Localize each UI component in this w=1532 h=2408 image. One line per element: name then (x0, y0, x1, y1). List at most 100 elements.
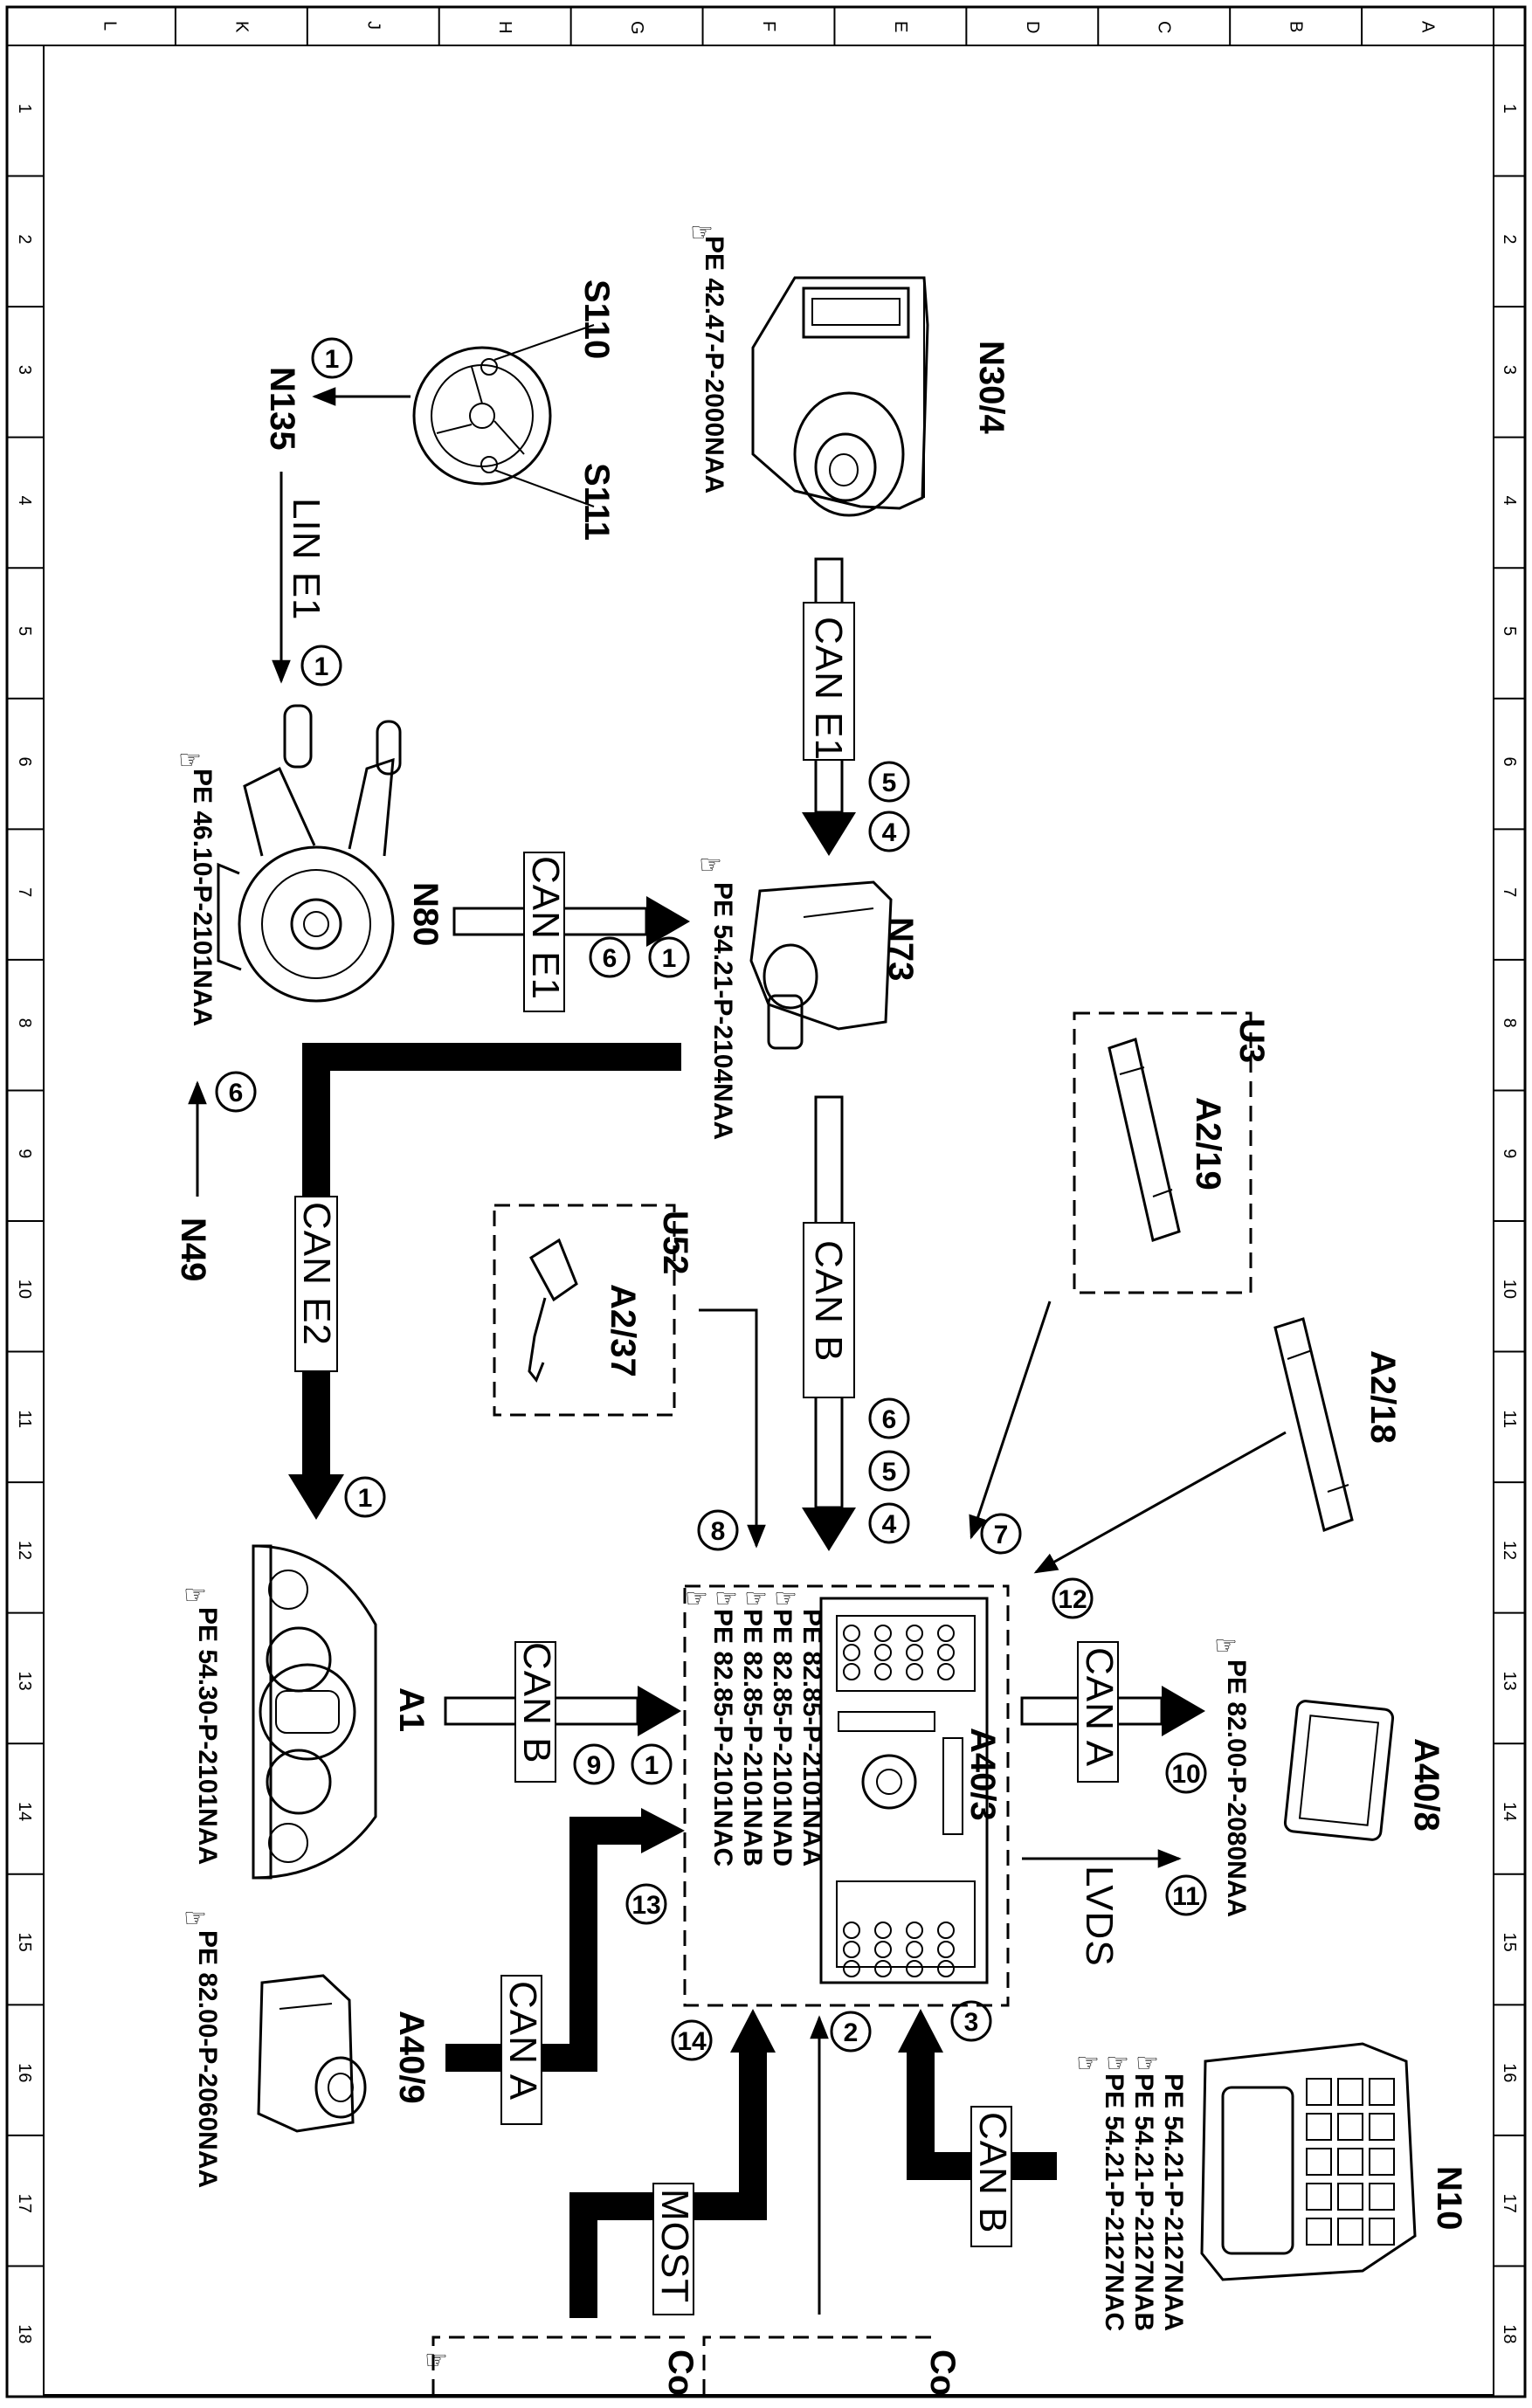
border-row-label: 10 (15, 1280, 34, 1299)
a1-label: A1 (392, 1687, 431, 1732)
n10-ref-hand-icon: ☞ (1076, 2049, 1100, 2078)
n10-ref-2: PE 54.21-P-2127NAB (1129, 2073, 1158, 2331)
a1-instrument-cluster (252, 1544, 377, 1880)
border-column-label: G (627, 21, 646, 35)
callout-3: 3 (964, 2008, 979, 2037)
n135-label: N135 (263, 367, 301, 451)
n30-4-unit (751, 276, 929, 517)
border-column-label: A (1418, 21, 1438, 33)
n10-sam-module (1200, 2042, 1417, 2281)
callout-n49: 6 (229, 1079, 244, 1107)
callout-a40-8: 10 (1171, 1760, 1200, 1789)
callout-2: 2 (844, 2018, 859, 2047)
n10-ref-1: PE 54.21-P-2127NAA (1159, 2073, 1188, 2331)
border-row-label: 9 (15, 1149, 34, 1158)
callout-a1-1: 1 (645, 1751, 659, 1780)
can-e2-label: CAN E2 (295, 1202, 338, 1346)
a40-8-ref-hand-icon: ☞ (1214, 1632, 1238, 1660)
border-column-label: D (1023, 21, 1042, 33)
callout-can-b-6: 6 (882, 1405, 897, 1434)
border-row-label: 10 (1500, 1280, 1519, 1299)
u52-box (493, 1204, 676, 1417)
n73-ref: PE 54.21-P-2104NAA (708, 882, 737, 1140)
border-row-label: 9 (1500, 1149, 1519, 1158)
callout-can-e1-5: 5 (882, 769, 897, 797)
n80-ref-hand-icon: ☞ (178, 746, 202, 775)
callout-a2-18: 12 (1058, 1585, 1087, 1614)
border-row-label: 4 (1500, 495, 1519, 505)
a40-3-ref-list: PE 82.85-P-2101NAA PE 82.85-P-2101NAD PE… (708, 1609, 826, 1866)
a40-9-unit (257, 1974, 367, 2133)
bottom-right-label: Co (923, 2349, 962, 2396)
border-row-label: 8 (15, 1018, 34, 1028)
border-row-label: 15 (15, 1933, 34, 1952)
a40-3-ref-3: PE 82.85-P-2101NAB (738, 1609, 767, 1866)
most-label: MOST (653, 2189, 696, 2303)
can-a-a40-8-label: CAN A (1078, 1647, 1121, 1767)
border-row-label: 13 (1500, 1671, 1519, 1690)
border-row-label: 17 (1500, 2194, 1519, 2213)
callout-circle (311, 337, 353, 379)
border-row-label: 2 (1500, 234, 1519, 244)
callout-n80-6: 6 (603, 944, 618, 973)
n30-4-ref: PE 42.47-P-2000NAA (700, 236, 728, 493)
can-a-a40-9-label: CAN A (501, 1981, 544, 2101)
border-column-label: K (231, 21, 251, 33)
can-b-n10-label: CAN B (971, 2112, 1014, 2233)
a40-3-head-unit (819, 1597, 989, 1984)
a2-19-antenna-amp (1108, 1038, 1181, 1242)
callout-can-e2: 1 (358, 1484, 373, 1513)
border-row-label: 13 (15, 1671, 34, 1690)
border-row-label: 17 (15, 2194, 34, 2213)
callout-lin: 1 (314, 652, 329, 681)
a1-ref: PE 54.30-P-2101NAA (193, 1607, 222, 1865)
a40-3-ref-hand-icon: ☞ (685, 1584, 708, 1613)
border-column-label: B (1287, 21, 1306, 32)
callout-n135: 1 (325, 345, 340, 374)
bottom-left-hand-icon: ☞ (424, 2346, 448, 2375)
callout-most: 14 (677, 2027, 707, 2056)
border-row-label: 16 (1500, 2063, 1519, 2082)
lin-e1-label: LIN E1 (285, 498, 328, 621)
border-row-label: 18 (1500, 2324, 1519, 2343)
lvds-label: LVDS (1078, 1866, 1121, 1967)
a40-3-ref-4: PE 82.85-P-2101NAC (708, 1609, 737, 1866)
n80-ref: PE 46.10-P-2101NAA (188, 769, 217, 1026)
n73-ref-hand-icon: ☞ (699, 851, 722, 880)
n10-label: N10 (1430, 2166, 1468, 2230)
border-row-label: 7 (15, 887, 34, 897)
n10-ref-hand-icon: ☞ (1135, 2049, 1159, 2078)
a40-3-ref-hand-icon: ☞ (744, 1584, 768, 1613)
n10-ref-hand-icon: ☞ (1106, 2049, 1129, 2078)
can-e1-mid-label: CAN E1 (524, 856, 567, 1000)
callout-a1-9: 9 (587, 1751, 602, 1780)
border-row-label: 12 (1500, 1541, 1519, 1560)
u52-label: U52 (656, 1211, 694, 1274)
a2-19-label: A2/19 (1189, 1097, 1227, 1190)
n10-ref-list: PE 54.21-P-2127NAA PE 54.21-P-2127NAB PE… (1100, 2073, 1188, 2331)
a2-37-antenna (528, 1238, 578, 1383)
border-column-label: E (891, 21, 910, 32)
a40-9-ref-hand-icon: ☞ (183, 1904, 207, 1933)
callout-lvds: 11 (1172, 1882, 1200, 1911)
bottom-left-label: Co (661, 2349, 700, 2396)
border-row-label: 5 (1500, 626, 1519, 636)
n49-label: N49 (174, 1218, 212, 1281)
callout-u3: 7 (994, 1521, 1009, 1549)
border-row-label: 11 (1500, 1410, 1519, 1428)
callout-can-e1-4: 4 (882, 818, 897, 847)
a40-3-ref-1: PE 82.85-P-2101NAA (797, 1609, 826, 1866)
border-row-label: 14 (1500, 1802, 1519, 1821)
n73-ignition-switch (749, 880, 893, 1050)
n80-column-switch (217, 704, 402, 1003)
border-row-label: 2 (15, 234, 34, 244)
a1-ref-hand-icon: ☞ (183, 1581, 207, 1610)
can-b-mid-label: CAN B (807, 1240, 850, 1362)
border-column-label: C (1155, 21, 1174, 33)
a40-9-label: A40/9 (392, 2011, 431, 2104)
border-row-label: 16 (15, 2063, 34, 2082)
border-row-label: 3 (15, 365, 34, 375)
